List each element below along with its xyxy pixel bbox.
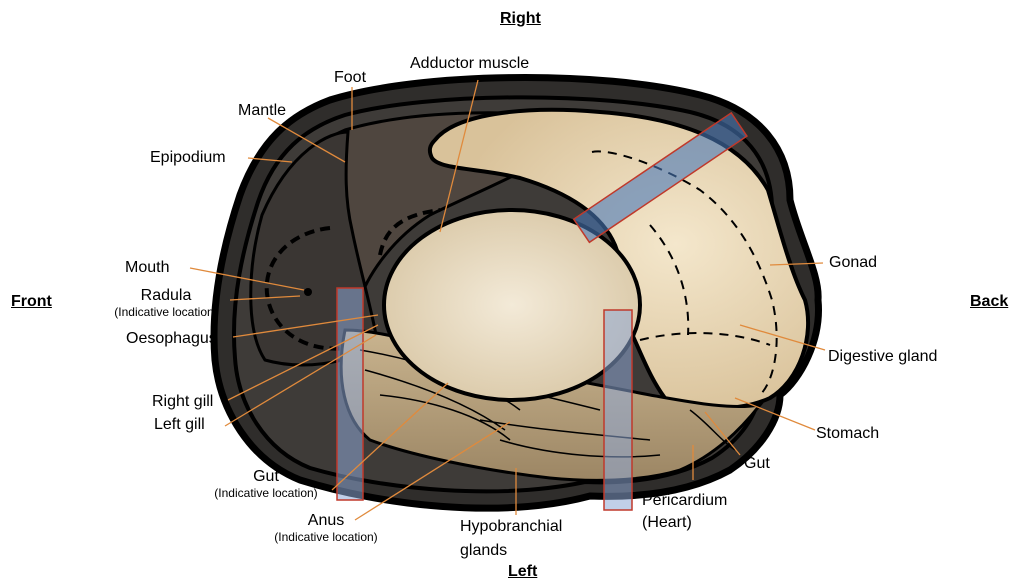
label-radula-note: (Indicative location): [100, 305, 232, 319]
orientation-bottom-label: Left: [508, 563, 537, 581]
label-radula: Radula (Indicative location): [100, 287, 232, 319]
orientation-top-label: Right: [500, 10, 541, 28]
label-foot: Foot: [334, 69, 366, 87]
label-left-gill: Left gill: [154, 416, 205, 434]
label-anus: Anus (Indicative location): [260, 512, 392, 544]
label-mantle: Mantle: [238, 102, 286, 120]
orientation-left-label: Front: [11, 293, 52, 311]
label-hypobranchial-line1: Hypobranchial: [460, 518, 562, 536]
adductor-muscle-shape: [384, 210, 640, 400]
label-pericardium-line2: (Heart): [642, 514, 727, 532]
label-adductor-muscle: Adductor muscle: [410, 55, 529, 73]
label-hypobranchial-glands: Hypobranchial glands: [460, 518, 562, 560]
label-hypobranchial-line2: glands: [460, 542, 562, 560]
label-gut-left-note: (Indicative location): [200, 486, 332, 500]
label-gonad: Gonad: [829, 254, 877, 272]
label-mouth: Mouth: [125, 259, 169, 277]
label-gut-right: Gut: [744, 455, 770, 473]
label-anus-note: (Indicative location): [260, 530, 392, 544]
label-pericardium-line1: Pericardium: [642, 492, 727, 510]
label-digestive-gland: Digestive gland: [828, 348, 937, 366]
cut-plane-middle: [604, 310, 632, 510]
label-oesophagus: Oesophagus: [126, 330, 217, 348]
label-radula-name: Radula: [100, 287, 232, 305]
orientation-right-label: Back: [970, 293, 1008, 311]
label-gut-left-name: Gut: [200, 468, 332, 486]
label-gut-left: Gut (Indicative location): [200, 468, 332, 500]
label-anus-name: Anus: [260, 512, 392, 530]
mouth-point: [304, 288, 312, 296]
label-pericardium: Pericardium (Heart): [642, 492, 727, 532]
label-stomach: Stomach: [816, 425, 879, 443]
label-epipodium: Epipodium: [150, 149, 226, 167]
label-right-gill: Right gill: [152, 393, 213, 411]
